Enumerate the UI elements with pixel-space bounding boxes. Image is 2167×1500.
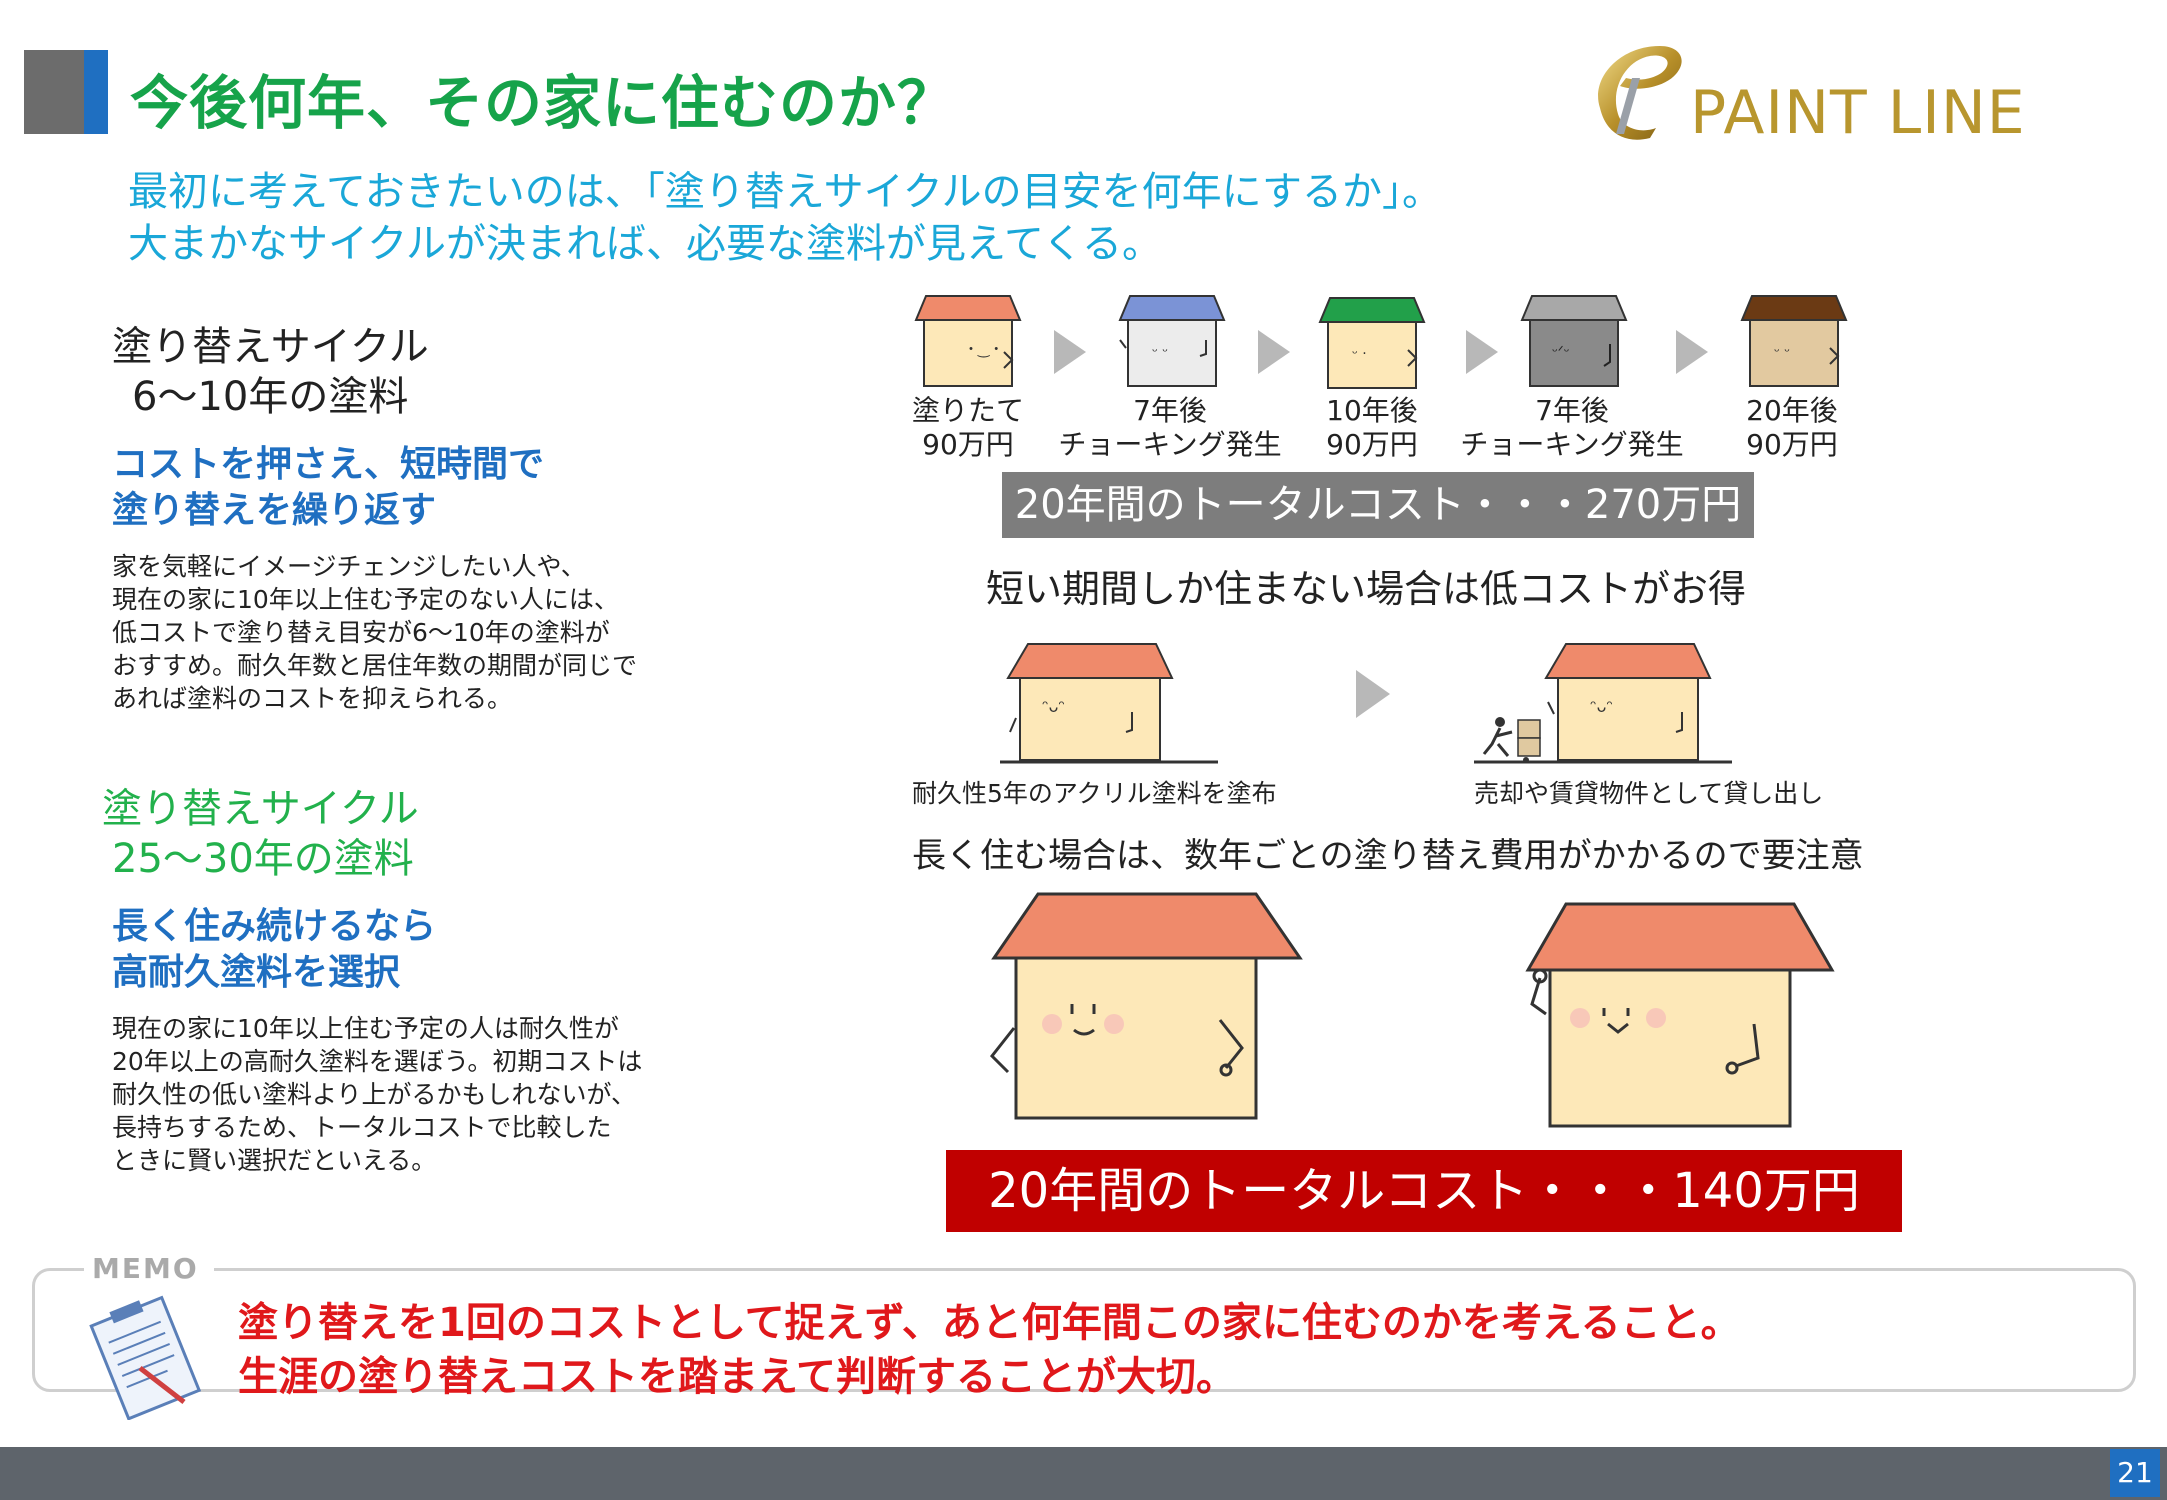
svg-text:ᵕᐟᵕ: ᵕᐟᵕ xyxy=(1552,344,1570,360)
timeline-caption-line2: チョーキング発生 xyxy=(1058,428,1282,461)
arrow-right-icon xyxy=(1054,330,1086,374)
arrow-right-icon xyxy=(1676,330,1708,374)
section2-heading-line2: 25～30年の塗料 xyxy=(112,836,414,882)
timeline-caption: 7年後 チョーキング発生 xyxy=(1452,394,1692,462)
svg-text:ᵔᴗᵔ: ᵔᴗᵔ xyxy=(1042,697,1065,716)
section2-heading: 塗り替えサイクル 25～30年の塗料 xyxy=(102,784,419,884)
timeline-caption: 10年後 90万円 xyxy=(1292,394,1452,462)
section1-body: 家を気軽にイメージチェンジしたい人や、 現在の家に10年以上住む予定のない人には… xyxy=(112,550,637,715)
section2-body-line: 耐久性の低い塗料より上がるかもしれないが、 xyxy=(112,1080,637,1109)
caption-acrylic: 耐久性5年のアクリル塗料を塗布 xyxy=(912,779,1277,808)
section1-subheading: コストを押さえ、短時間で 塗り替えを繰り返す xyxy=(112,442,544,534)
short-term-heading: 短い期間しか住まない場合は低コストがお得 xyxy=(986,567,1747,611)
timeline-caption-line2: 90万円 xyxy=(1326,428,1418,461)
svg-text:ᵕ ᵕ: ᵕ ᵕ xyxy=(1774,344,1790,360)
section1-heading: 塗り替えサイクル 6～10年の塗料 xyxy=(112,322,429,422)
total-cost-short-banner: 20年間のトータルコスト・・・270万円 xyxy=(1002,472,1754,538)
section2-body-line: 20年以上の高耐久塗料を選ぼう。初期コストは xyxy=(112,1047,643,1076)
footer-bar xyxy=(0,1447,2167,1500)
timeline-caption-line1: 7年後 xyxy=(1535,394,1609,427)
clipboard-pencil-icon xyxy=(89,1295,202,1420)
logo-wordmark: PAINT LINE xyxy=(1690,78,2026,148)
timeline-caption: 7年後 チョーキング発生 xyxy=(1050,394,1290,462)
section2-subheading-line2: 高耐久塗料を選択 xyxy=(112,952,401,993)
header-gray-bar xyxy=(24,50,84,134)
memo-line-2: 生涯の塗り替えコストを踏まえて判断することが大切。 xyxy=(238,1354,1236,1400)
section2-body: 現在の家に10年以上住む予定の人は耐久性が 20年以上の高耐久塗料を選ぼう。初期… xyxy=(112,1012,642,1177)
arrow-right-icon xyxy=(1466,330,1498,374)
house-icon-20yr: ᵕ ᵕ xyxy=(1740,295,1848,387)
paint-line-logo-mark xyxy=(1598,46,1682,140)
section1-subheading-line2: 塗り替えを繰り返す xyxy=(112,490,437,531)
timeline-caption-line1: 7年後 xyxy=(1133,394,1207,427)
section1-body-line: 家を気軽にイメージチェンジしたい人や、 xyxy=(112,552,586,581)
memo-label: MEMO xyxy=(92,1252,199,1285)
timeline-caption-line1: 20年後 xyxy=(1746,394,1838,427)
svg-text:ᵕ ᵕ: ᵕ ᵕ xyxy=(1152,344,1168,360)
svg-text:・‿・: ・‿・ xyxy=(964,342,1003,358)
total-cost-long-banner: 20年間のトータルコスト・・・140万円 xyxy=(946,1150,1902,1232)
section2-body-line: 現在の家に10年以上住む予定の人は耐久性が xyxy=(112,1014,619,1043)
memo-text: 塗り替えを1回のコストとして捉えず、あと何年間この家に住むのかを考えること。 生… xyxy=(238,1296,1741,1404)
page-number: 21 xyxy=(2110,1449,2160,1497)
section2-body-line: ときに賢い選択だといえる。 xyxy=(112,1146,437,1175)
large-house-left-icon xyxy=(989,892,1303,1120)
section1-body-line: あれば塗料のコストを抑えられる。 xyxy=(112,684,513,713)
house-icon-new: ・‿・ xyxy=(914,295,1022,387)
timeline-caption-line1: 10年後 xyxy=(1326,394,1418,427)
house-icon-7yr-b: ᵕᐟᵕ xyxy=(1520,295,1628,387)
section1-body-line: 現在の家に10年以上住む予定のない人には、 xyxy=(112,585,619,614)
long-term-heading: 長く住む場合は、数年ごとの塗り替え費用がかかるので要注意 xyxy=(912,836,1864,876)
svg-text:ᵕ ·: ᵕ · xyxy=(1352,346,1367,362)
timeline-caption: 塗りたて 90万円 xyxy=(888,394,1048,462)
caption-rental: 売却や賃貸物件として貸し出し xyxy=(1474,779,1824,808)
large-house-right-icon xyxy=(1525,902,1835,1128)
section2-subheading-line1: 長く住み続けるなら xyxy=(112,906,437,947)
header-blue-bar xyxy=(84,50,108,134)
timeline-caption-line1: 塗りたて xyxy=(911,394,1024,427)
section1-subheading-line1: コストを押さえ、短時間で xyxy=(112,444,545,485)
intro-line-1: 最初に考えておきたいのは、「塗り替えサイクルの目安を何年にするか」。 xyxy=(128,169,1442,215)
intro-line-2: 大まかなサイクルが決まれば、必要な塗料が見えてくる。 xyxy=(128,221,1162,267)
arrow-right-icon xyxy=(1356,670,1390,718)
section2-heading-line1: 塗り替えサイクル xyxy=(102,786,419,832)
arrow-right-icon xyxy=(1258,330,1290,374)
section1-body-line: おすすめ。耐久年数と居住年数の期間が同じで xyxy=(112,651,638,680)
section1-heading-line1: 塗り替えサイクル xyxy=(112,324,429,370)
memo-label-background xyxy=(84,1252,214,1286)
timeline-caption-line2: チョーキング発生 xyxy=(1460,428,1684,461)
house-rental-icon: ᵔᴗᵔ xyxy=(1474,643,1732,764)
page-title: 今後何年、その家に住むのか？ xyxy=(130,69,957,137)
house-icon-7yr-a: ᵕ ᵕ xyxy=(1118,295,1226,387)
section1-body-line: 低コストで塗り替え目安が6～10年の塗料が xyxy=(112,618,610,647)
memo-box xyxy=(32,1268,2136,1392)
timeline-caption-line2: 90万円 xyxy=(1746,428,1838,461)
house-acrylic-icon: ᵔᴗᵔ xyxy=(1000,643,1218,764)
house-icon-10yr: ᵕ · xyxy=(1318,297,1426,389)
section1-heading-line2: 6～10年の塗料 xyxy=(132,374,409,420)
timeline-caption: 20年後 90万円 xyxy=(1712,394,1872,462)
timeline-caption-line2: 90万円 xyxy=(922,428,1014,461)
memo-line-1: 塗り替えを1回のコストとして捉えず、あと何年間この家に住むのかを考えること。 xyxy=(238,1300,1741,1346)
svg-text:ᵔᴗᵔ: ᵔᴗᵔ xyxy=(1590,697,1613,716)
intro-text: 最初に考えておきたいのは、「塗り替えサイクルの目安を何年にするか」。 大まかなサ… xyxy=(128,166,1442,270)
section2-subheading: 長く住み続けるなら 高耐久塗料を選択 xyxy=(112,904,436,996)
section2-body-line: 長持ちするため、トータルコストで比較した xyxy=(112,1113,612,1142)
